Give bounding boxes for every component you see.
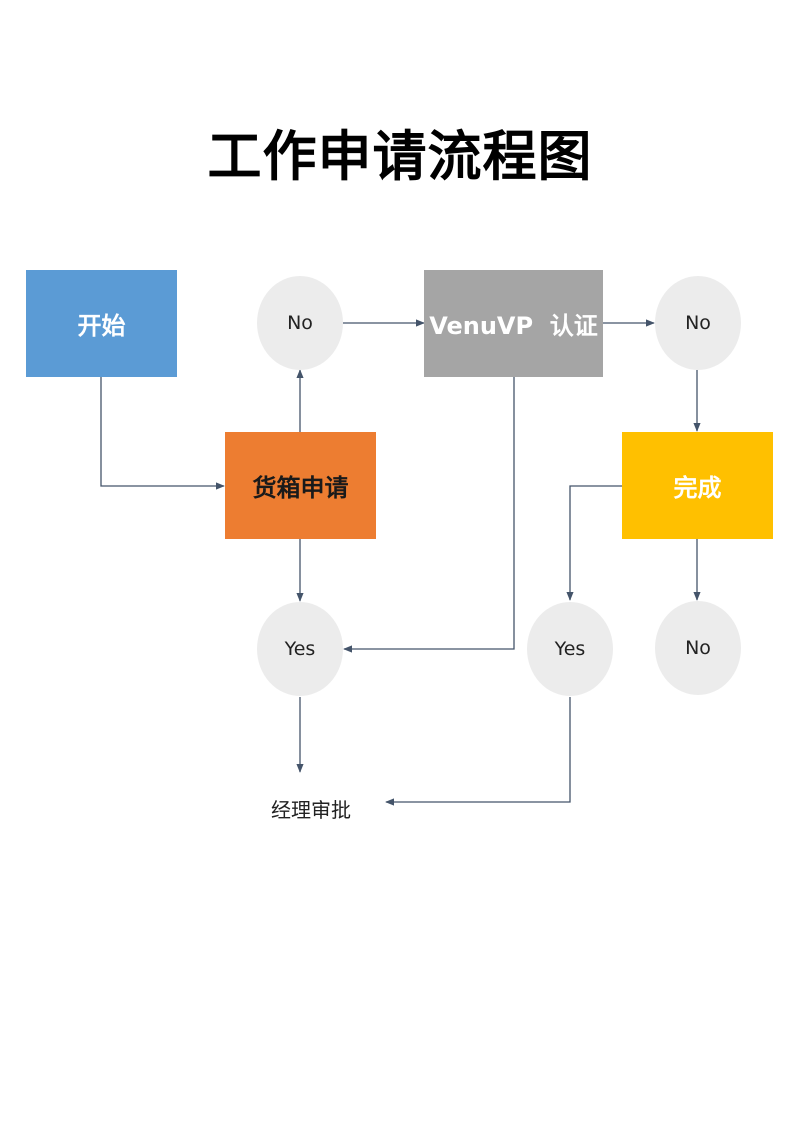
arrow-start-to-apply (100, 377, 225, 490)
no-label: No (287, 312, 313, 334)
approval-node: 经理审批 (271, 798, 351, 822)
no-node-top-left: No (257, 276, 343, 370)
arrow-verify-to-yes (343, 377, 515, 653)
apply-label: 货箱申请 (252, 474, 349, 502)
done-node: 完成 (622, 432, 773, 539)
done-label: 完成 (673, 474, 722, 502)
arrow-yes-middle-to-approval (385, 697, 571, 806)
yes-node-middle: Yes (527, 602, 613, 696)
page-title: 工作申请流程图 (207, 125, 593, 188)
verify-label: VenuVP 认证 (429, 312, 598, 340)
apply-node: 货箱申请 (225, 432, 376, 539)
yes-node-left: Yes (257, 602, 343, 696)
no-node-bottom-right: No (655, 601, 741, 695)
no-label: No (685, 312, 711, 334)
yes-label: Yes (554, 638, 586, 660)
no-label: No (685, 637, 711, 659)
verify-node: VenuVP 认证 (424, 270, 603, 377)
yes-label: Yes (284, 638, 316, 660)
arrow-done-to-yes (566, 485, 622, 601)
start-node: 开始 (26, 270, 177, 377)
no-node-top-right: No (655, 276, 741, 370)
start-label: 开始 (77, 312, 126, 340)
